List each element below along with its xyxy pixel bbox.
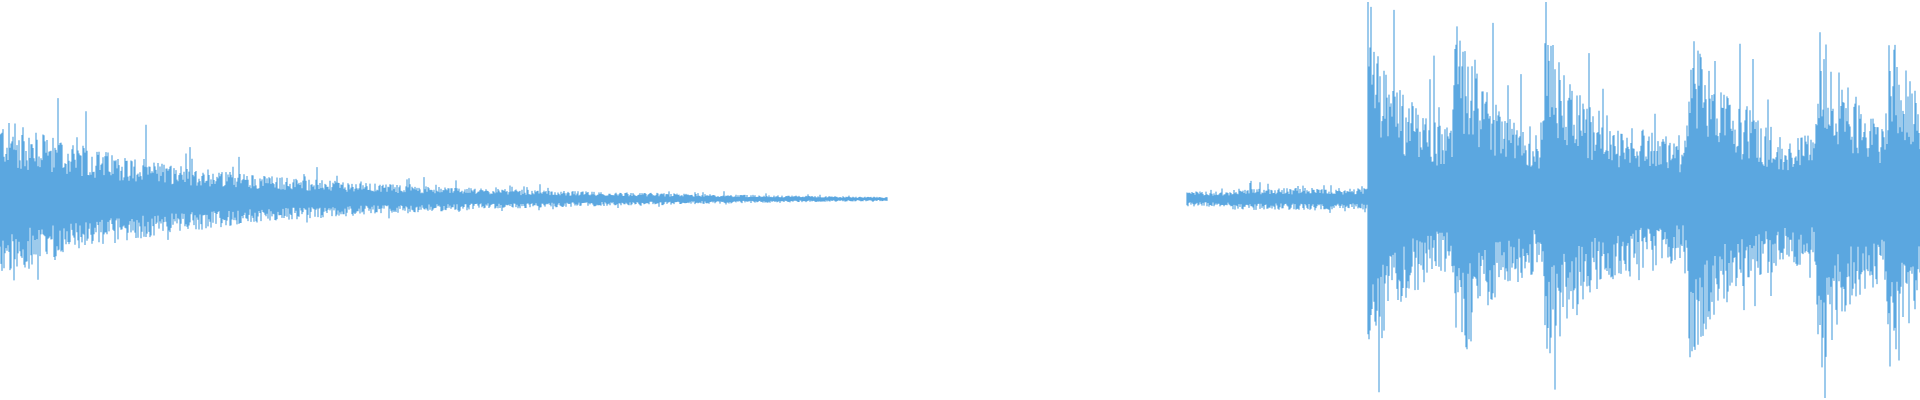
waveform-segment-main	[1186, 2, 1920, 398]
waveform-segment-intro	[0, 98, 888, 281]
waveform-path	[1186, 2, 1920, 398]
waveform-path	[0, 98, 888, 281]
